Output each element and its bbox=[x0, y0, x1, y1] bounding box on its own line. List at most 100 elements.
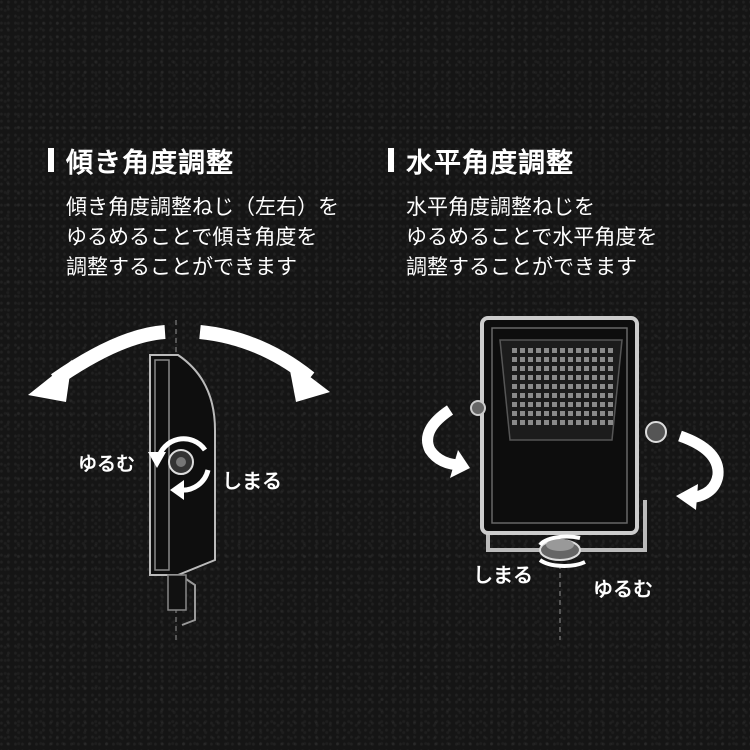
led-dot bbox=[560, 375, 565, 380]
led-dot bbox=[512, 375, 517, 380]
led-dot bbox=[568, 375, 573, 380]
horizontal-heading: 水平角度調整 bbox=[388, 140, 728, 180]
led-dot bbox=[568, 411, 573, 416]
floodlight-front-view bbox=[480, 316, 639, 535]
horizontal-description: 水平角度調整ねじを ゆるめることで水平角度を 調整することができます bbox=[388, 192, 728, 282]
led-dot bbox=[608, 402, 613, 407]
led-dot bbox=[584, 366, 589, 371]
tilt-desc-line-1: 傾き角度調整ねじ（左右）を bbox=[66, 195, 339, 219]
tilt-adjust-section: 傾き角度調整 傾き角度調整ねじ（左右）を ゆるめることで傾き角度を 調整すること… bbox=[48, 140, 378, 282]
led-dot bbox=[520, 402, 525, 407]
led-dot bbox=[600, 393, 605, 398]
led-dot bbox=[528, 402, 533, 407]
led-dot bbox=[512, 402, 517, 407]
led-dot bbox=[536, 420, 541, 425]
led-dot bbox=[608, 393, 613, 398]
led-dot bbox=[584, 420, 589, 425]
led-dot bbox=[560, 411, 565, 416]
led-dot bbox=[560, 393, 565, 398]
led-dot bbox=[552, 348, 557, 353]
horizontal-diagram: しまる ゆるむ bbox=[422, 316, 724, 640]
led-dot bbox=[560, 402, 565, 407]
horizontal-desc-line-2: ゆるめることで水平角度を bbox=[406, 225, 658, 249]
led-dot bbox=[520, 393, 525, 398]
tilt-description: 傾き角度調整ねじ（左右）を ゆるめることで傾き角度を 調整することができます bbox=[48, 192, 378, 282]
led-dot bbox=[600, 366, 605, 371]
led-dot bbox=[600, 384, 605, 389]
led-dot bbox=[592, 411, 597, 416]
led-dot bbox=[528, 357, 533, 362]
led-dot bbox=[536, 375, 541, 380]
led-dot bbox=[568, 402, 573, 407]
horizontal-adjust-section: 水平角度調整 水平角度調整ねじを ゆるめることで水平角度を 調整することができま… bbox=[388, 140, 728, 282]
led-dot bbox=[512, 384, 517, 389]
led-dot bbox=[592, 357, 597, 362]
led-dot bbox=[552, 411, 557, 416]
led-dot bbox=[544, 420, 549, 425]
led-dot bbox=[552, 366, 557, 371]
led-dot bbox=[592, 402, 597, 407]
led-dot bbox=[584, 357, 589, 362]
led-dot bbox=[568, 420, 573, 425]
led-dot bbox=[560, 420, 565, 425]
led-dot bbox=[520, 420, 525, 425]
led-dot bbox=[520, 384, 525, 389]
led-dot bbox=[520, 375, 525, 380]
led-dot bbox=[512, 420, 517, 425]
led-dot bbox=[568, 366, 573, 371]
led-dot bbox=[536, 411, 541, 416]
led-dot bbox=[584, 393, 589, 398]
tilt-desc-line-2: ゆるめることで傾き角度を bbox=[66, 225, 318, 249]
led-dot bbox=[608, 375, 613, 380]
led-dot bbox=[528, 411, 533, 416]
led-dot bbox=[544, 366, 549, 371]
tilt-knob-icon bbox=[168, 449, 194, 475]
led-dot bbox=[592, 375, 597, 380]
led-dot bbox=[552, 375, 557, 380]
tilt-tighten-label: しまる bbox=[222, 469, 282, 493]
led-dot bbox=[576, 402, 581, 407]
led-dot bbox=[560, 366, 565, 371]
led-dot bbox=[544, 393, 549, 398]
led-dot bbox=[576, 375, 581, 380]
led-dot bbox=[528, 366, 533, 371]
tilt-title: 傾き角度調整 bbox=[66, 147, 234, 179]
led-dot bbox=[608, 357, 613, 362]
led-dot bbox=[536, 384, 541, 389]
tilt-diagram: ゆるむ しまる bbox=[28, 320, 330, 640]
horizontal-desc-line-1: 水平角度調整ねじを bbox=[406, 195, 595, 219]
led-dot bbox=[544, 357, 549, 362]
led-dot bbox=[512, 411, 517, 416]
led-dot bbox=[600, 375, 605, 380]
led-dot bbox=[592, 393, 597, 398]
led-dot bbox=[576, 366, 581, 371]
led-dot bbox=[600, 348, 605, 353]
horizontal-tighten-label: しまる bbox=[473, 563, 533, 587]
led-dot bbox=[544, 411, 549, 416]
led-dot bbox=[536, 348, 541, 353]
heading-marker-icon bbox=[388, 148, 394, 172]
led-dot bbox=[544, 348, 549, 353]
led-dot bbox=[576, 348, 581, 353]
horizontal-desc-line-3: 調整することができます bbox=[406, 255, 637, 279]
led-dot bbox=[552, 420, 557, 425]
led-dot bbox=[552, 357, 557, 362]
led-dot bbox=[600, 402, 605, 407]
led-dot bbox=[536, 402, 541, 407]
led-dot bbox=[608, 411, 613, 416]
led-dot bbox=[608, 348, 613, 353]
led-dot bbox=[544, 375, 549, 380]
led-dot bbox=[528, 393, 533, 398]
led-dot bbox=[536, 357, 541, 362]
tilt-loosen-label: ゆるむ bbox=[78, 453, 135, 475]
led-dot bbox=[584, 375, 589, 380]
led-dot bbox=[520, 411, 525, 416]
led-dot bbox=[520, 348, 525, 353]
led-dot bbox=[560, 348, 565, 353]
led-dot bbox=[512, 348, 517, 353]
led-dot bbox=[600, 411, 605, 416]
led-dot bbox=[512, 357, 517, 362]
led-dot bbox=[592, 348, 597, 353]
led-dot bbox=[512, 366, 517, 371]
led-dot bbox=[560, 357, 565, 362]
